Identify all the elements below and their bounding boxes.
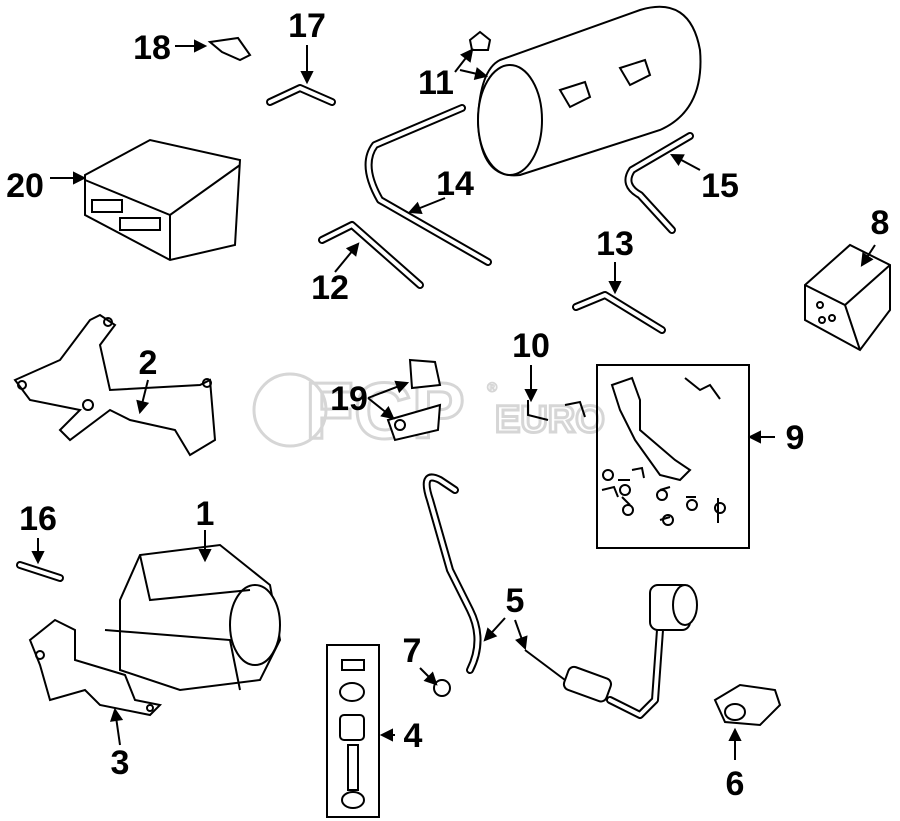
callout-7: 7 [403, 632, 422, 670]
part-7-clamp [433, 679, 451, 697]
part-18-clip [207, 36, 252, 62]
part-13-line [572, 291, 666, 334]
part-3-bracket [28, 618, 163, 717]
callout-19: 19 [330, 380, 368, 418]
arrowhead-icon [194, 39, 208, 53]
arrowhead-icon [31, 551, 45, 565]
arrowhead-icon [423, 671, 438, 686]
part-16-pin [16, 561, 64, 582]
part-17-line [266, 84, 336, 106]
arrowhead-icon [460, 48, 474, 63]
arrowhead-icon [483, 627, 498, 642]
callout-9: 9 [786, 419, 805, 457]
part-19-connector [386, 358, 442, 442]
part-15-line [624, 132, 694, 234]
callout-20: 20 [6, 167, 44, 205]
part-8-valve-block [804, 243, 891, 352]
part-6-clip [713, 683, 782, 727]
callout-13: 13 [596, 225, 634, 263]
arrowhead-icon [394, 380, 410, 394]
part-5-air-line [422, 473, 698, 719]
part-20-module [84, 138, 242, 262]
arrowhead-icon [136, 399, 150, 415]
arrowhead-icon [473, 67, 489, 80]
arrowhead-icon [380, 405, 395, 420]
callout-10: 10 [512, 327, 550, 365]
part-9-kit [596, 364, 750, 549]
arrowhead-icon [379, 728, 393, 742]
callout-4: 4 [404, 717, 423, 755]
callout-14: 14 [436, 165, 474, 203]
part-14-line [364, 104, 492, 266]
arrowhead-icon [110, 707, 124, 722]
part-2-bracket [13, 313, 217, 457]
watermark-suffix: EURO [495, 399, 605, 441]
callout-16: 16 [19, 500, 57, 538]
part-1-compressor [104, 543, 282, 692]
callout-3: 3 [111, 744, 130, 782]
arrowhead-icon [198, 549, 212, 563]
callout-8: 8 [871, 204, 890, 242]
arrowhead-icon [608, 281, 622, 295]
callout-1: 1 [196, 495, 215, 533]
callout-2: 2 [139, 344, 158, 382]
callout-6: 6 [726, 765, 745, 803]
part-11-reservoir [468, 5, 702, 177]
arrowhead-icon [345, 242, 360, 257]
arrowhead-icon [728, 727, 742, 741]
arrowhead-icon [300, 71, 314, 85]
part-12-line [318, 221, 424, 289]
arrowhead-icon [860, 252, 874, 267]
arrowhead-icon [747, 430, 761, 444]
callout-18: 18 [133, 29, 171, 67]
arrowhead-icon [524, 389, 538, 403]
arrowhead-icon [670, 153, 685, 167]
part-4-hardware [326, 644, 380, 818]
callout-12: 12 [311, 269, 349, 307]
callout-5: 5 [506, 582, 525, 620]
callout-17: 17 [288, 7, 326, 45]
watermark-registered: ® [487, 379, 498, 395]
arrowhead-icon [73, 171, 87, 185]
part-10-clip [527, 400, 586, 421]
callout-11: 11 [418, 64, 454, 102]
arrowhead-icon [407, 201, 423, 215]
leader-lines [31, 39, 876, 760]
callout-15: 15 [701, 167, 739, 205]
arrowhead-icon [515, 635, 528, 651]
